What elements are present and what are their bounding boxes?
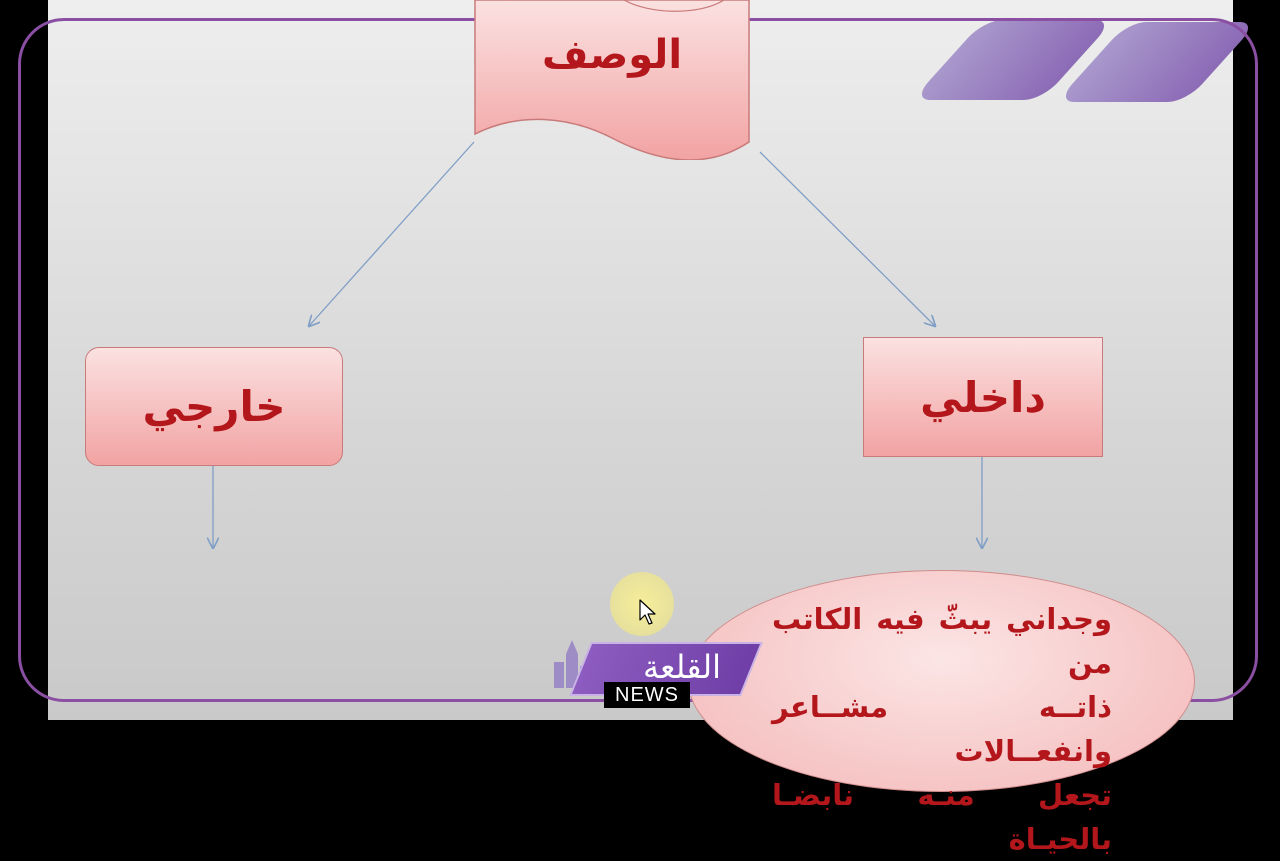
right-child-line: تجعل منـه نابضـا بالحيـاة (772, 778, 1112, 856)
arrow-root-right (759, 151, 935, 326)
logo-news-text: NEWS (604, 682, 690, 708)
left-node: خارجي (85, 347, 343, 466)
right-child-text: وجداني يبثّ فيه الكاتب من ذاتــه مشــاعر… (772, 597, 1112, 861)
root-node-shape (474, 0, 750, 160)
arrow-root-left (309, 141, 475, 326)
connector-layer (0, 141, 1280, 720)
root-node-label: الوصف (541, 32, 683, 78)
right-node-label: داخلي (920, 372, 1046, 422)
cursor-highlight (610, 572, 674, 636)
channel-logo: القلعة NEWS (550, 636, 765, 716)
right-child-line: وجداني يبثّ فيه الكاتب من (772, 602, 1112, 680)
root-node: الوصف (474, 0, 750, 160)
right-child-line: ذاتــه مشــاعر وانفعــالات (772, 690, 1112, 768)
left-node-label: خارجي (142, 382, 286, 431)
logo-arabic-text: القلعة (643, 648, 722, 686)
right-node: داخلي (863, 337, 1103, 457)
